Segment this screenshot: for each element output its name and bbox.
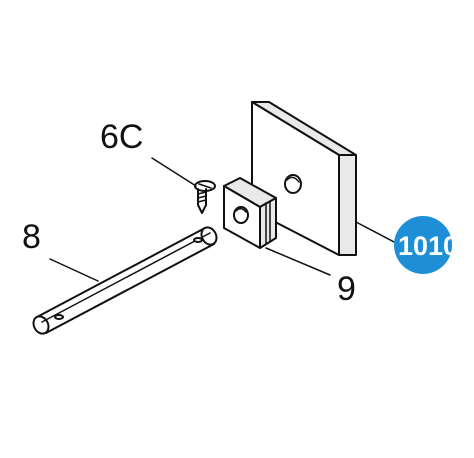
rod-pin-hole [54,314,64,320]
leader-line-badge [355,221,399,245]
label-screw: 6C [100,118,143,156]
clamp-block [223,177,277,249]
screw [194,180,216,214]
leader-line-screw [151,157,197,187]
leader-line-rod [49,258,99,282]
part-number-badge: 1010 [394,216,458,274]
label-block: 9 [337,270,356,308]
rod [32,226,218,335]
part-number-text: 1010 [398,231,458,261]
label-rod: 8 [22,218,41,256]
leader-line-block [265,247,331,276]
